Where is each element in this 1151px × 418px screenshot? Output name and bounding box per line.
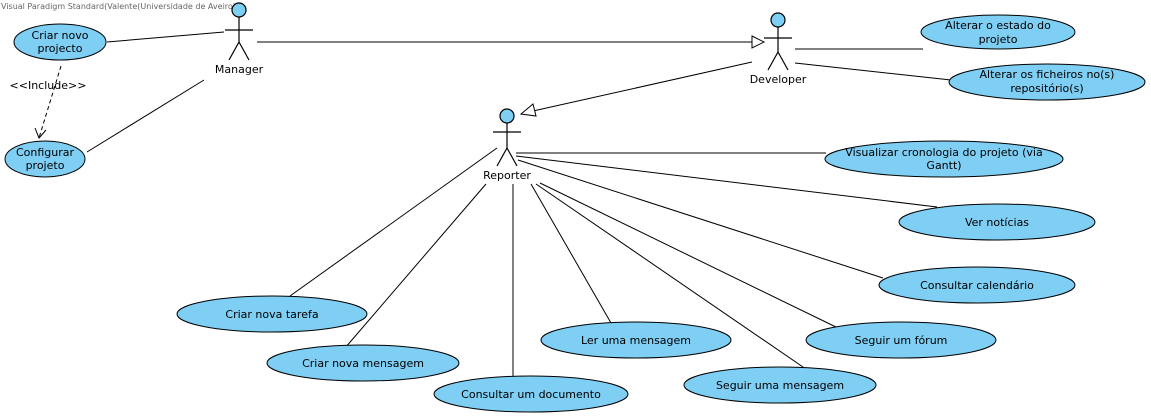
use-case-alterar-ficheiros-label-2: repositório(s)	[1010, 82, 1083, 95]
assoc-reporter-ver-noticias	[515, 155, 938, 208]
use-case-consultar-documento-label: Consultar um documento	[461, 388, 601, 401]
use-case-seguir-forum[interactable]: Seguir um fórum	[805, 321, 997, 359]
use-case-configurar-projeto[interactable]: Configurar projeto	[4, 140, 86, 178]
assoc-reporter-ler-mensagem	[530, 183, 612, 324]
use-case-alterar-ficheiros-label-1: Alterar os ficheiros no(s)	[980, 68, 1115, 81]
use-case-alterar-estado-label-1: Alterar o estado do	[945, 19, 1051, 32]
use-case-ver-noticias-label: Ver notícias	[965, 216, 1029, 229]
generalization-developer-reporter	[532, 61, 753, 112]
generalization-arrowhead-reporter	[519, 103, 537, 117]
assoc-developer-alterar-ficheiros	[794, 62, 952, 81]
use-case-consultar-calendario-label: Consultar calendário	[920, 279, 1034, 292]
actor-reporter-figure	[493, 108, 521, 167]
actor-reporter-label: Reporter	[483, 169, 531, 182]
use-case-seguir-forum-label: Seguir um fórum	[855, 334, 948, 347]
assoc-reporter-criar-mensagem	[344, 183, 487, 349]
actor-developer-figure	[764, 12, 792, 71]
use-case-alterar-estado[interactable]: Alterar o estado do projeto	[920, 14, 1076, 50]
use-case-consultar-calendario[interactable]: Consultar calendário	[878, 266, 1076, 304]
use-case-criar-tarefa-label: Criar nova tarefa	[225, 308, 318, 321]
include-arrowhead	[34, 127, 47, 139]
actor-reporter[interactable]: Reporter	[483, 108, 531, 182]
use-case-criar-tarefa[interactable]: Criar nova tarefa	[176, 295, 368, 333]
include-dependency	[38, 65, 62, 139]
generalization-arrowhead-developer	[751, 35, 766, 49]
use-case-visualizar-cronologia-label-2: Gantt)	[926, 159, 961, 172]
use-case-criar-projecto[interactable]: Criar novo projecto	[13, 23, 107, 61]
watermark: Visual Paradigm Standard(Valente(Univers…	[1, 2, 239, 11]
use-case-seguir-mensagem[interactable]: Seguir uma mensagem	[683, 366, 877, 404]
assoc-reporter-seguir-mensagem	[535, 183, 804, 368]
assoc-reporter-criar-tarefa	[289, 147, 498, 297]
use-case-criar-mensagem[interactable]: Criar nova mensagem	[266, 344, 460, 382]
use-case-configurar-projeto-label-1: Configurar	[16, 146, 75, 159]
actor-developer[interactable]: Developer	[750, 12, 807, 86]
actor-manager[interactable]: Manager	[215, 2, 264, 76]
use-case-visualizar-cronologia-label-1: Visualizar cronologia do projeto (via	[845, 146, 1042, 159]
use-case-ver-noticias[interactable]: Ver notícias	[898, 203, 1096, 241]
actor-manager-figure	[225, 2, 253, 61]
assoc-manager-criar-projecto	[106, 31, 225, 43]
actor-developer-label: Developer	[750, 73, 807, 86]
use-case-visualizar-cronologia[interactable]: Visualizar cronologia do projeto (via Ga…	[824, 140, 1064, 178]
assoc-reporter-seguir-forum	[539, 182, 839, 329]
use-case-ler-mensagem[interactable]: Ler uma mensagem	[540, 321, 732, 359]
use-case-alterar-ficheiros[interactable]: Alterar os ficheiros no(s) repositório(s…	[948, 63, 1146, 101]
assoc-manager-configurar-projeto	[86, 79, 205, 153]
use-case-ler-mensagem-label: Ler uma mensagem	[581, 334, 691, 347]
actor-manager-label: Manager	[215, 63, 264, 76]
use-case-criar-mensagem-label: Criar nova mensagem	[302, 357, 424, 370]
use-case-configurar-projeto-label-2: projeto	[26, 159, 65, 172]
use-case-criar-projecto-label-2: projecto	[38, 42, 83, 55]
use-case-criar-projecto-label-1: Criar novo	[32, 29, 89, 42]
assoc-reporter-consultar-calendario	[517, 159, 884, 279]
use-case-alterar-estado-label-2: projeto	[979, 33, 1018, 46]
use-case-consultar-documento[interactable]: Consultar um documento	[433, 375, 629, 413]
include-label: <<Include>>	[10, 79, 87, 92]
use-case-seguir-mensagem-label: Seguir uma mensagem	[716, 379, 844, 392]
